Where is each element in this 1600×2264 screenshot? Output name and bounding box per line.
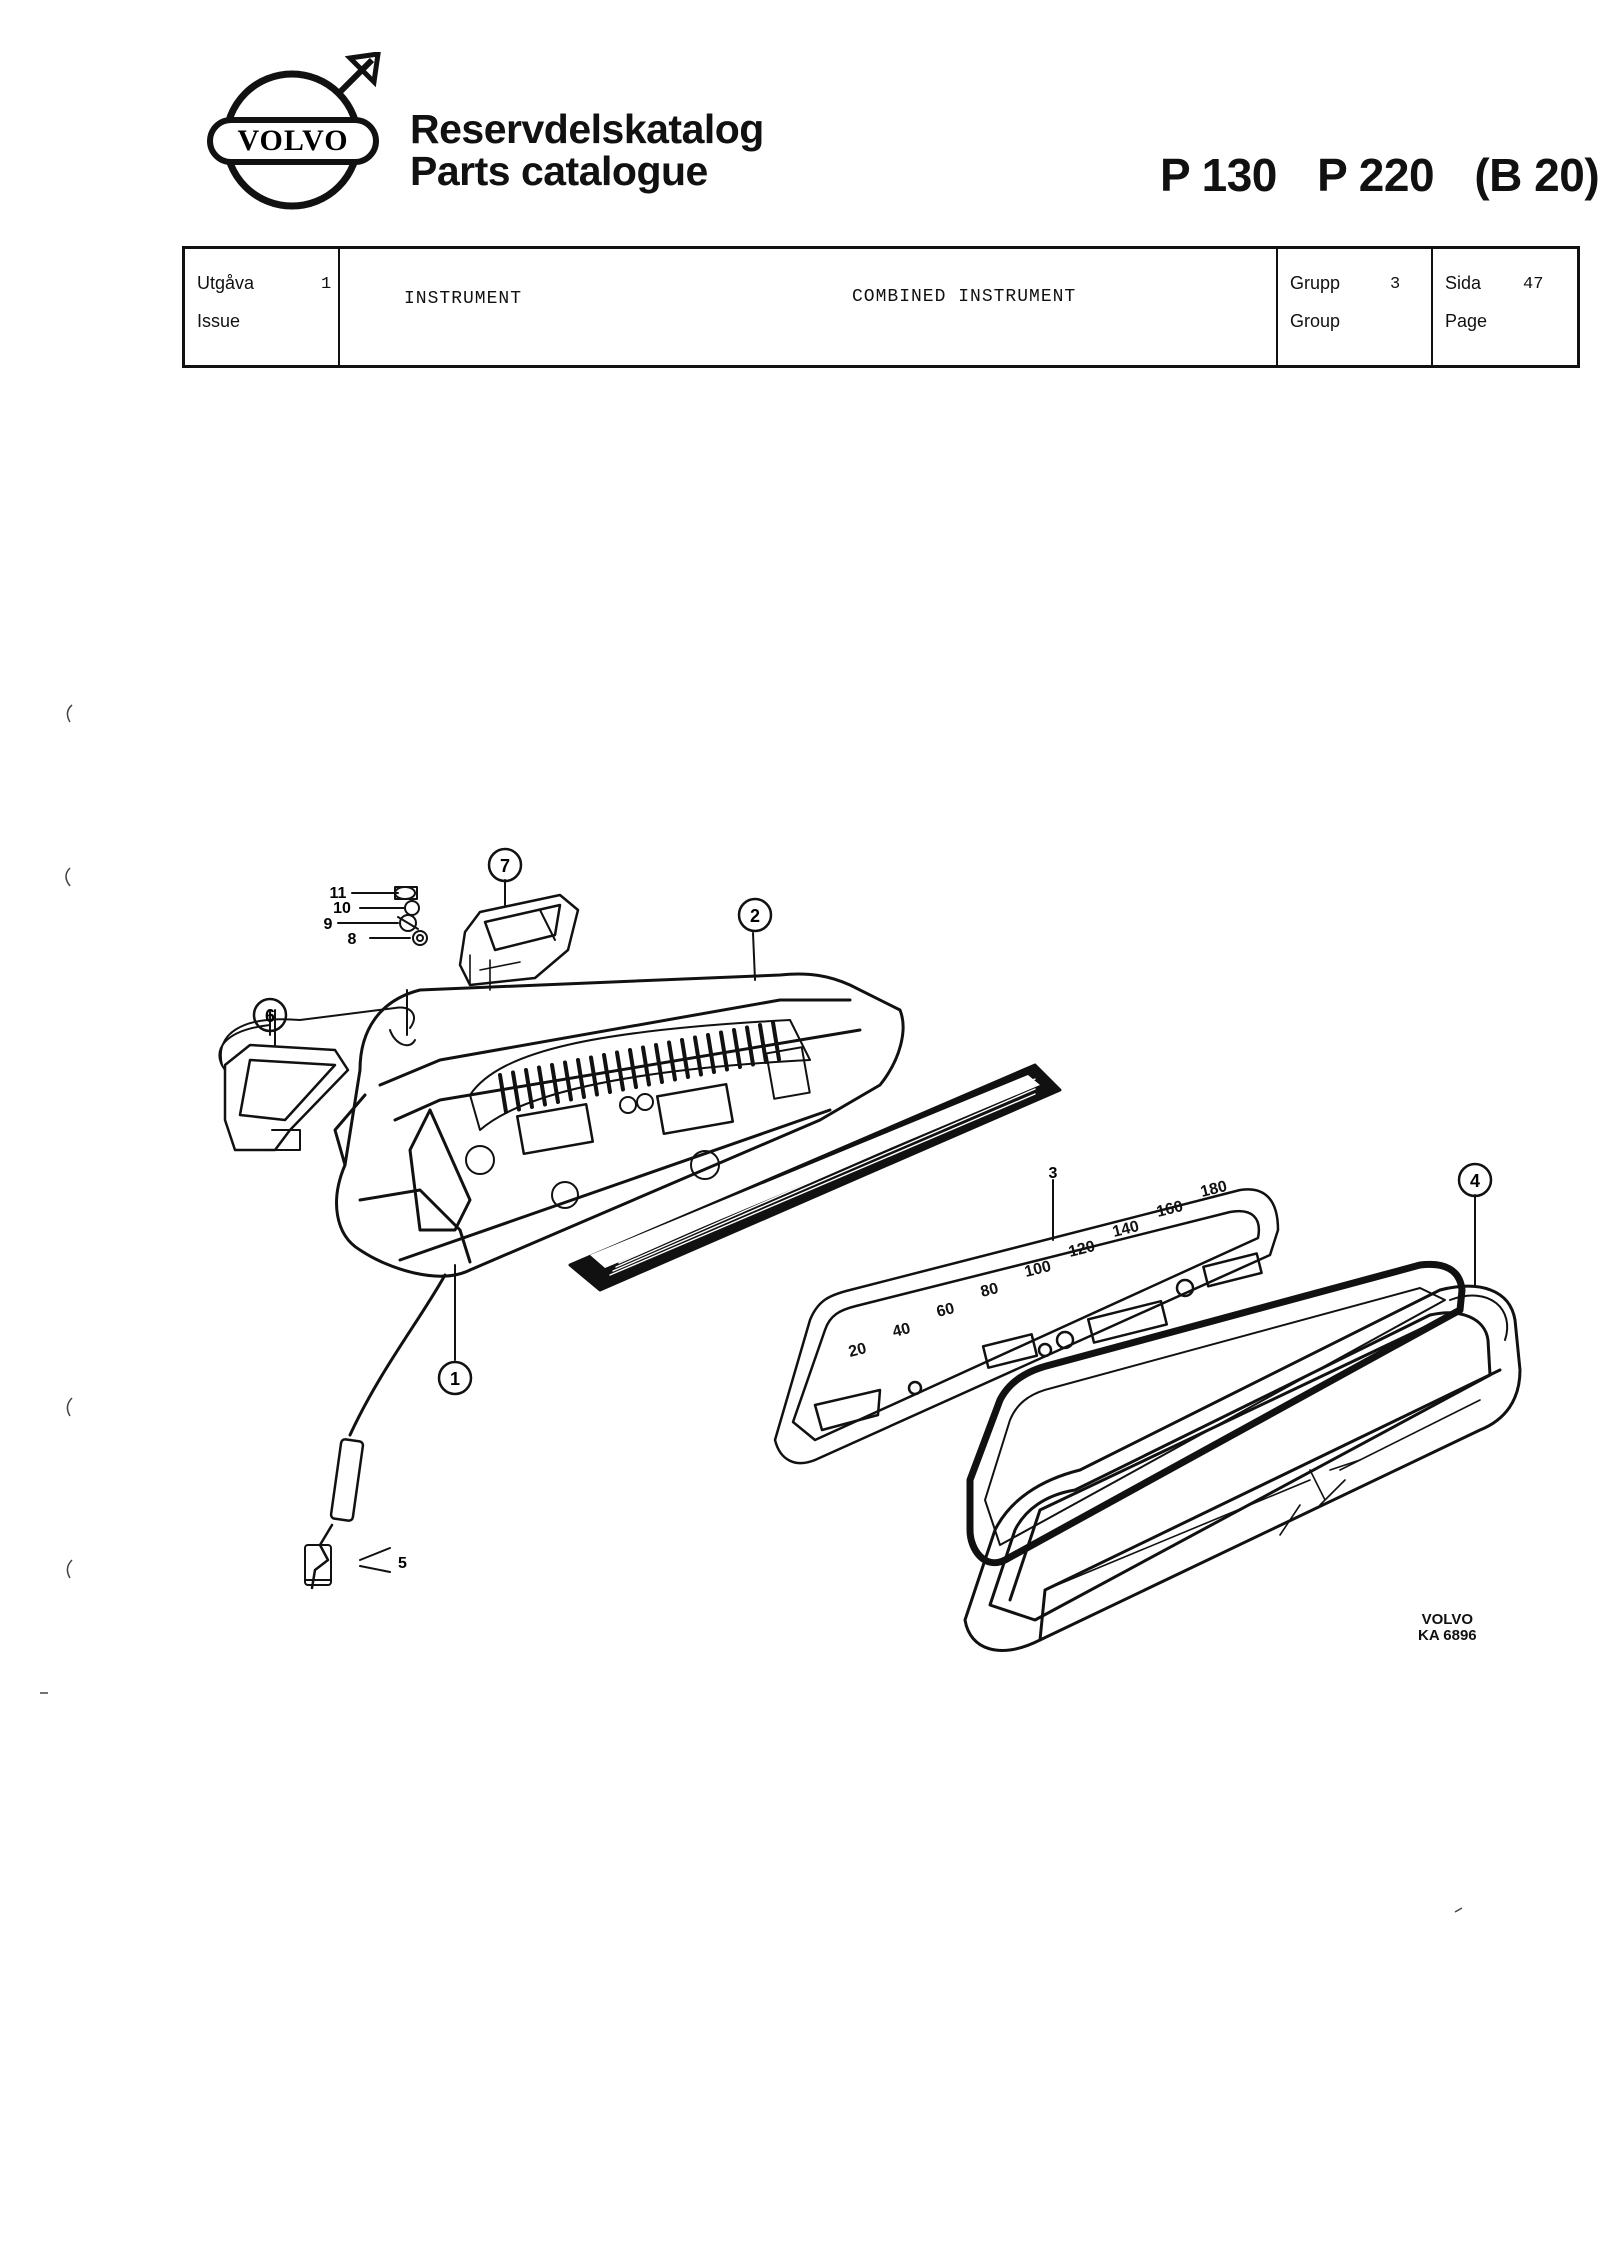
speedo-scale: 20 40 60 80 100 120 140 160 180 xyxy=(847,1178,1229,1361)
figure-brand: VOLVO xyxy=(1421,1611,1474,1628)
drum-rib xyxy=(680,1038,690,1079)
gasket-line xyxy=(618,1078,1036,1264)
page-value: 47 xyxy=(1523,275,1544,294)
catalog-title: Reservdelskatalog Parts catalogue xyxy=(410,108,764,192)
gasket-line xyxy=(615,1083,1036,1268)
speedo-numeral: 80 xyxy=(979,1280,1000,1301)
dial-face-plate xyxy=(773,1188,1280,1465)
speedo-numeral: 60 xyxy=(935,1300,956,1321)
drum-rib xyxy=(667,1040,677,1082)
section-cell: INSTRUMENT COMBINED INSTRUMENT xyxy=(340,249,1278,365)
issue-label-sv: Utgåva xyxy=(197,273,255,293)
speedo-numeral: 20 xyxy=(847,1340,868,1361)
page-cell: Sida Page 47 xyxy=(1433,249,1577,365)
speedo-numeral: 100 xyxy=(1023,1258,1053,1281)
group-value: 3 xyxy=(1390,275,1401,294)
drum-rib xyxy=(615,1050,625,1092)
drum-rib xyxy=(524,1068,534,1109)
page-label-en: Page xyxy=(1445,311,1488,331)
drum-rib xyxy=(589,1055,599,1097)
scan-marks xyxy=(40,704,1463,1913)
group-label-en: Group xyxy=(1290,311,1341,331)
callout-9: 9 xyxy=(324,916,333,933)
issue-label-en: Issue xyxy=(197,311,241,331)
group-label-sv: Grupp xyxy=(1290,273,1341,293)
title-english: Parts catalogue xyxy=(410,148,708,194)
issue-cell: Utgåva Issue 1 xyxy=(185,249,340,365)
drum-rib xyxy=(563,1060,573,1102)
instrument-housing xyxy=(333,972,905,1278)
drum-rib xyxy=(641,1045,651,1087)
drum-rib xyxy=(693,1035,703,1077)
figure-code: KA 6896 xyxy=(1418,1627,1477,1644)
section-swedish: INSTRUMENT xyxy=(404,289,523,309)
speedo-numeral: 40 xyxy=(891,1320,912,1341)
group-cell: Grupp Group 3 xyxy=(1278,249,1433,365)
drum-rib xyxy=(771,1020,781,1062)
model-designation: P 130 P 220 (B 20) xyxy=(1160,148,1600,202)
callout-circles xyxy=(252,847,1493,1396)
drum-rib xyxy=(719,1030,729,1072)
leader-lines xyxy=(269,932,1054,1361)
info-table: Utgåva Issue 1 INSTRUMENT COMBINED INSTR… xyxy=(182,246,1580,368)
outer-frame xyxy=(963,1194,1522,1652)
temperature-sender xyxy=(304,1273,447,1590)
dial-gasket xyxy=(568,1063,1062,1292)
callout-2: 2 xyxy=(750,906,760,926)
drum-rib xyxy=(550,1063,560,1104)
speedo-numeral: 160 xyxy=(1155,1198,1185,1221)
drum-rib xyxy=(732,1028,742,1069)
callout-8: 8 xyxy=(348,931,357,948)
drum-rib xyxy=(706,1033,716,1074)
gasket-line xyxy=(609,1093,1036,1276)
volvo-logo: VOLVO xyxy=(207,52,381,210)
model-p130: P 130 xyxy=(1160,149,1277,201)
issue-value: 1 xyxy=(321,275,332,294)
drum-rib xyxy=(745,1025,755,1067)
callout-11: 11 xyxy=(330,885,347,902)
section-english: COMBINED INSTRUMENT xyxy=(852,287,1077,307)
drum-ribs xyxy=(498,1020,781,1114)
speedo-numeral: 140 xyxy=(1111,1218,1141,1241)
callout-1: 1 xyxy=(450,1369,460,1389)
drum-rib xyxy=(602,1053,612,1094)
gasket-line xyxy=(612,1088,1036,1272)
callout-4: 4 xyxy=(1470,1171,1480,1191)
callout-6: 6 xyxy=(265,1006,275,1026)
callout-5: 5 xyxy=(398,1555,407,1572)
speedo-numeral: 180 xyxy=(1199,1178,1229,1201)
model-p220: P 220 xyxy=(1317,149,1435,201)
callout-10: 10 xyxy=(333,900,351,917)
drum-rib xyxy=(654,1043,664,1084)
figure-reference: VOLVO KA 6896 xyxy=(1418,1612,1477,1644)
drum-rib xyxy=(758,1023,768,1064)
fuel-gauge xyxy=(218,989,416,1152)
page-label-sv: Sida xyxy=(1445,273,1482,293)
logo-wordmark: VOLVO xyxy=(237,124,348,157)
drum-rib xyxy=(511,1070,521,1112)
speedo-numeral: 120 xyxy=(1067,1238,1097,1261)
gauge-screws xyxy=(337,886,428,946)
drum-rib xyxy=(628,1048,638,1089)
drum-rib xyxy=(537,1065,547,1107)
callout-7: 7 xyxy=(500,856,510,876)
title-swedish: Reservdelskatalog xyxy=(410,106,764,152)
drum-rib xyxy=(576,1058,586,1099)
callout-3: 3 xyxy=(1049,1165,1058,1182)
drum-rib xyxy=(498,1073,508,1114)
temperature-gauge xyxy=(458,879,580,991)
engine-b20: (B 20) xyxy=(1474,149,1600,201)
